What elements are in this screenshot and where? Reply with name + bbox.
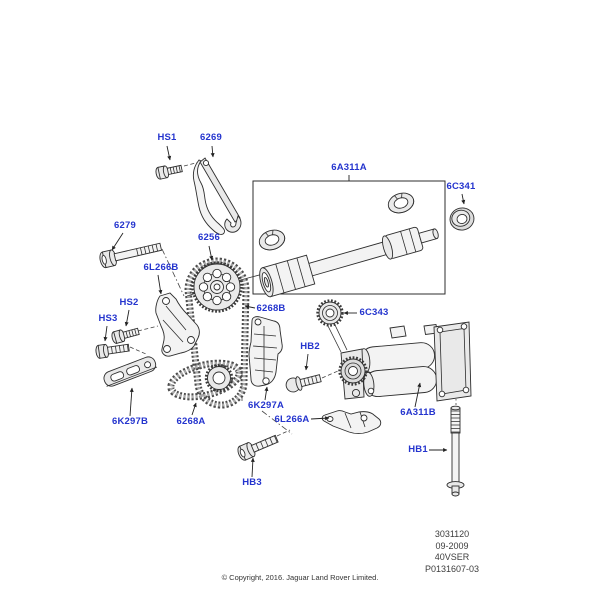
- chain-guide-6k297b: [103, 356, 158, 387]
- sprocket-6256: [191, 261, 243, 313]
- bolt-hs2: [111, 327, 140, 344]
- reference-line: 09-2009: [435, 540, 469, 551]
- balance-shaft-housing-6a311b: [338, 321, 472, 402]
- bolt-6279: [99, 242, 163, 269]
- callout-6256[interactable]: 6256: [198, 232, 220, 243]
- callout-6269[interactable]: 6269: [200, 132, 222, 143]
- leader-lines: [103, 145, 466, 478]
- callout-6k297b[interactable]: 6K297B: [111, 416, 149, 427]
- housing-nose-sprocket: [338, 356, 368, 386]
- bolt-hs3: [95, 343, 130, 359]
- bolt-hb2: [285, 374, 322, 393]
- callout-6c341[interactable]: 6C341: [446, 181, 476, 192]
- timing-chain-6268b: [184, 257, 250, 409]
- callout-hb3[interactable]: HB3: [242, 477, 262, 488]
- callout-hs3[interactable]: HS3: [98, 313, 118, 324]
- bracket-6269: [192, 157, 242, 235]
- reference-line: 3031120: [434, 529, 470, 539]
- lower-chain-wheel: [204, 363, 234, 393]
- stud-hb1: [446, 405, 465, 497]
- reference-line: P0131607-03: [424, 563, 480, 574]
- callout-6l266b[interactable]: 6L266B: [143, 262, 179, 273]
- callout-6279[interactable]: 6279: [114, 220, 136, 231]
- bracket-6l266b: [155, 292, 200, 357]
- bearing-shell-right: [387, 192, 415, 214]
- callout-6268b[interactable]: 6268B: [256, 303, 286, 314]
- callout-hb1[interactable]: HB1: [408, 444, 428, 455]
- callout-hb2[interactable]: HB2: [300, 341, 320, 352]
- callout-6268a[interactable]: 6268A: [176, 416, 206, 427]
- bushing-6c341: [449, 207, 475, 231]
- callout-hs1[interactable]: HS1: [157, 132, 177, 143]
- callout-hs2[interactable]: HS2: [119, 297, 139, 308]
- balance-shaft: [259, 226, 439, 298]
- callout-6a311a[interactable]: 6A311A: [331, 162, 367, 173]
- reference-code-block: 3031120 09-2009 40VSER P0131607-03: [402, 529, 502, 575]
- bearing-shell-left: [258, 229, 286, 251]
- bolt-hs1: [155, 164, 183, 180]
- gear-6c343: [316, 299, 344, 327]
- callout-6k297a[interactable]: 6K297A: [247, 400, 285, 411]
- callout-6c343[interactable]: 6C343: [359, 307, 389, 318]
- chain-6268a: [167, 359, 243, 401]
- bracket-6l266a: [321, 410, 382, 434]
- callout-6l266a[interactable]: 6L266A: [274, 414, 310, 425]
- bolt-hb3: [237, 434, 279, 461]
- tensioner-guide-6k297a: [248, 316, 283, 387]
- reference-line: 40VSER: [434, 552, 470, 562]
- balance-shaft-kit-box: [252, 180, 446, 298]
- copyright-notice: © Copyright, 2016. Jaguar Land Rover Lim…: [221, 573, 379, 582]
- callout-6a311b[interactable]: 6A311B: [400, 407, 436, 418]
